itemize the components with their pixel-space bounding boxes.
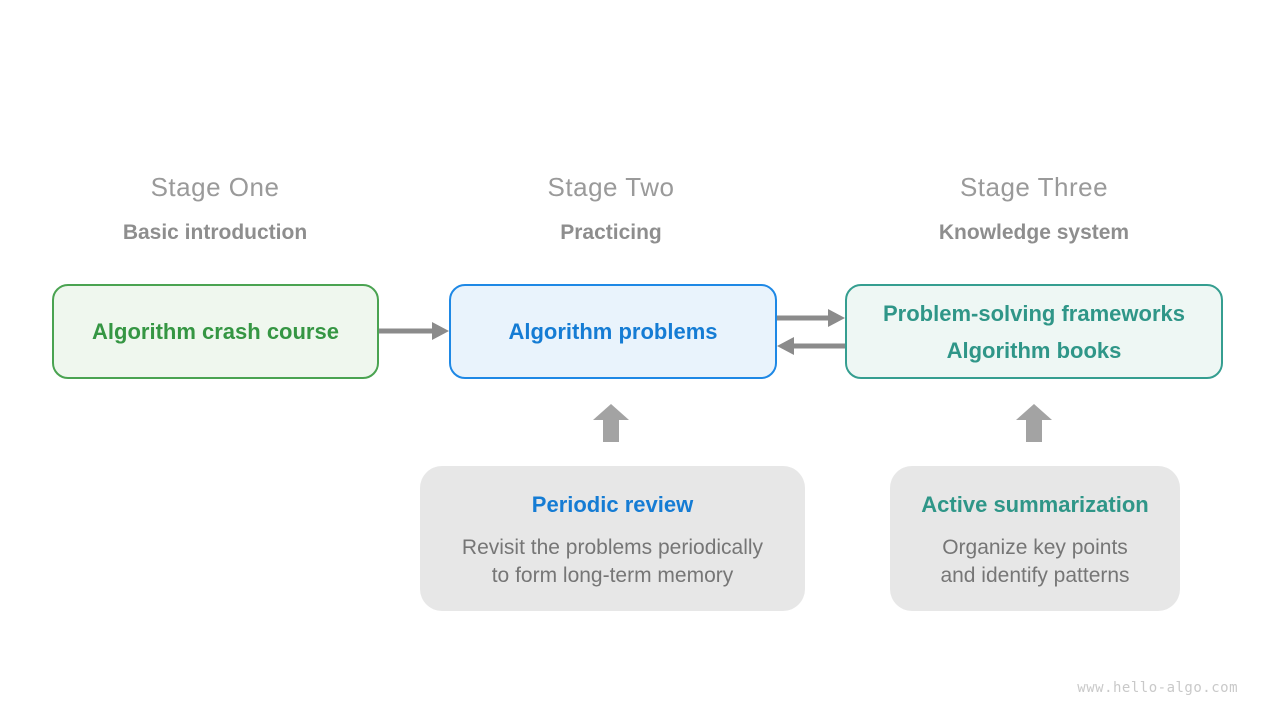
periodic-review-card: Periodic review Revisit the problems per… [420,466,805,611]
box-label: Algorithm books [946,337,1122,363]
arrow-left-stage3-to-stage2-icon [777,337,845,355]
active-summarization-card: Active summarization Organize key points… [890,466,1180,611]
arrow-up-active-summarization-icon [1016,404,1052,442]
stage-one-title: Stage One [150,172,280,202]
periodic-review-line: to form long-term memory [491,564,734,587]
box-label: Problem-solving frameworks [883,300,1185,326]
algorithm-problems-box: Algorithm problems [449,284,777,379]
arrow-up-periodic-review-icon [593,404,629,442]
box-label: Algorithm crash course [92,319,339,344]
stage-one-subtitle: Basic introduction [122,221,308,244]
knowledge-system-box: Problem-solving frameworks Algorithm boo… [845,284,1223,379]
arrow-right-stage2-to-stage3-icon [777,309,845,327]
stage-three-subtitle: Knowledge system [938,221,1130,244]
active-summarization-line: and identify patterns [940,564,1130,587]
box-label: Algorithm problems [508,319,718,344]
stage-two-subtitle: Practicing [560,221,662,244]
periodic-review-line: Revisit the problems periodically [461,536,764,559]
algorithm-crash-course-box: Algorithm crash course [52,284,379,379]
arrow-right-stage1-to-stage2-icon [379,322,449,340]
site-watermark: www.hello-algo.com [1077,680,1238,696]
stage-three-title: Stage Three [959,172,1109,202]
active-summarization-title: Active summarization [921,492,1149,517]
active-summarization-line: Organize key points [942,536,1128,559]
stage-two-title: Stage Two [547,172,675,202]
periodic-review-title: Periodic review [531,492,694,517]
